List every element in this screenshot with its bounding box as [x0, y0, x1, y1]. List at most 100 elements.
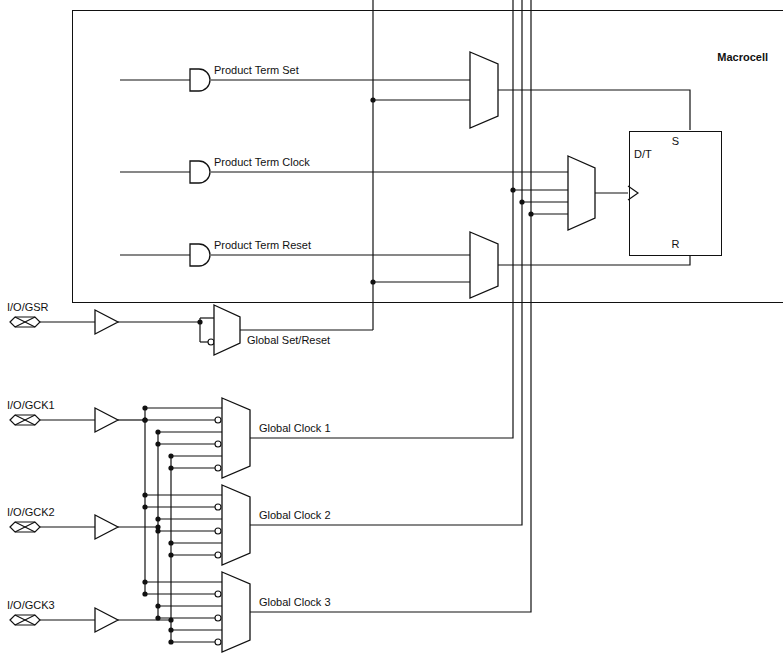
signal-name: Global Set/Reset [246, 334, 331, 347]
mux-input [145, 506, 215, 507]
global-clock-to-mux [522, 201, 568, 202]
pad-cross [15, 415, 35, 425]
gsr-to-set-mux [373, 99, 470, 100]
macrocell-box: MacrocellSD/T R [72, 10, 783, 303]
gsr-to-reset-mux [373, 281, 470, 282]
inverter-bubble [208, 339, 214, 345]
global-clock-output [250, 0, 531, 612]
multiplexer-symbol [222, 485, 250, 565]
junction-dot [142, 579, 147, 584]
junction-dot [168, 465, 173, 470]
mux-input [158, 605, 222, 606]
buffer-symbol [95, 515, 118, 539]
global-clock-to-mux [531, 213, 568, 214]
mux-input [158, 431, 222, 432]
multiplexer-symbol [470, 232, 498, 298]
mux-input [171, 641, 215, 642]
signal-name: Global Clock 3 [258, 596, 332, 609]
junction-dot [168, 453, 173, 458]
mux-input [171, 455, 222, 456]
clock-bus [170, 456, 171, 642]
mux-input [145, 593, 215, 594]
junction-dot [142, 417, 147, 422]
junction-dot [168, 627, 173, 632]
junction-dot [155, 429, 160, 434]
pin-wire [40, 619, 95, 620]
and-gate-symbol [190, 161, 210, 183]
junction-dot [155, 441, 160, 446]
buffer-symbol [95, 310, 118, 334]
signal-name: Product Term Set [213, 64, 300, 77]
multiplexer-symbol [470, 52, 498, 128]
multiplexer-symbol [222, 398, 250, 478]
multiplexer-symbol [222, 572, 250, 652]
io-pad-symbol [10, 415, 40, 425]
multiplexer-symbol [568, 156, 595, 230]
mux-input [171, 542, 222, 543]
junction-dot [142, 405, 147, 410]
pin-wire [40, 526, 95, 527]
pad-cross [15, 615, 35, 625]
io-pad-symbol [10, 522, 40, 532]
junction-dot [155, 516, 160, 521]
pin-wire [118, 419, 145, 420]
inverter-bubble [215, 441, 221, 447]
block-title: Macrocell [717, 51, 768, 64]
inverter-bubble [215, 591, 221, 597]
mux-input [145, 494, 222, 495]
pin-wire [118, 619, 171, 620]
signal-name: Product Term Reset [213, 239, 312, 252]
pin-name: I/O/GCK3 [6, 599, 56, 612]
pin-name: I/O/GCK2 [6, 506, 56, 519]
mux-input [200, 341, 208, 342]
product-term-reset-line [211, 254, 470, 255]
global-clock-output [250, 0, 522, 525]
product-term-set-line [211, 79, 470, 80]
product-term-input [120, 254, 190, 255]
pin-name: R [630, 238, 721, 251]
buffer-symbol [95, 608, 118, 632]
junction-dot [142, 591, 147, 596]
junction-dot [168, 639, 173, 644]
inverter-bubble [215, 639, 221, 645]
product-term-input [120, 79, 190, 80]
pad-cross [15, 522, 35, 532]
pin-wire [118, 321, 200, 322]
mux-input [158, 443, 215, 444]
pad-cross [15, 522, 35, 532]
multiplexer-symbol [214, 305, 240, 355]
product-term-input [120, 171, 190, 172]
pad-cross [15, 317, 35, 327]
pin-name: I/O/GCK1 [6, 399, 56, 412]
signal-name: Product Term Clock [213, 156, 311, 169]
junction-dot [155, 615, 160, 620]
pin-name: I/O/GSR [6, 301, 50, 314]
global-clock-to-mux [513, 189, 568, 190]
inverter-bubble [215, 615, 221, 621]
junction-dot [168, 552, 173, 557]
mux-input [145, 581, 222, 582]
inverter-bubble [215, 552, 221, 558]
mux-input [171, 554, 215, 555]
signal-name: Global Clock 1 [258, 422, 332, 435]
junction-dot [142, 492, 147, 497]
product-term-clock-line [211, 171, 568, 172]
signal-name: Global Clock 2 [258, 509, 332, 522]
pin-wire [40, 419, 95, 420]
pad-cross [15, 615, 35, 625]
reset-line [498, 255, 690, 265]
junction-dot [370, 97, 375, 102]
pin-wire [40, 321, 95, 322]
inverter-bubble [215, 504, 221, 510]
mux-input [158, 518, 222, 519]
inverter-bubble [215, 528, 221, 534]
pin-name: D/T [634, 148, 652, 161]
buffer-symbol [95, 408, 118, 432]
mux-input [171, 629, 222, 630]
and-gate-symbol [190, 69, 210, 91]
pad-cross [15, 317, 35, 327]
pin-name: S [630, 135, 721, 148]
junction-dot [370, 279, 375, 284]
clock-line [595, 192, 628, 193]
